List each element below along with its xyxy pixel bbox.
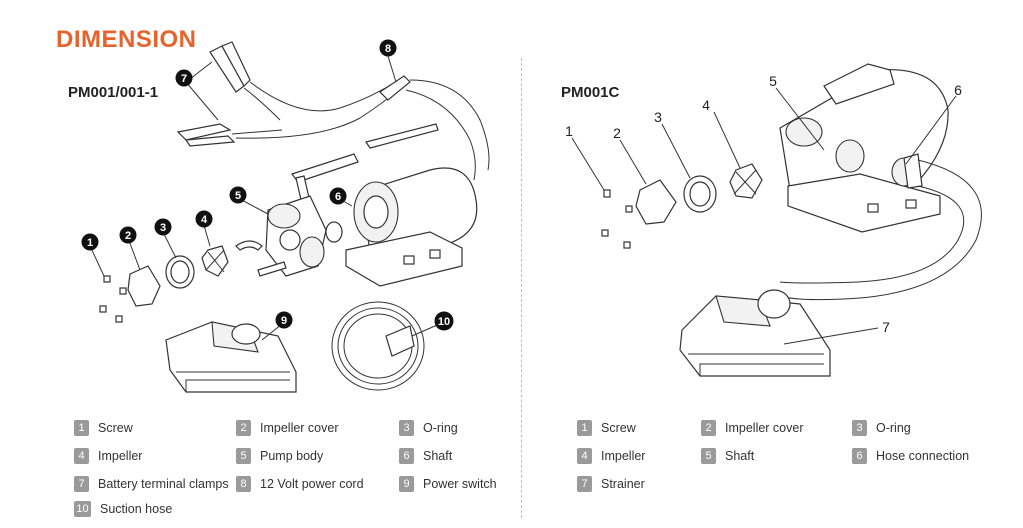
svg-text:6: 6 bbox=[335, 191, 341, 203]
svg-text:4: 4 bbox=[201, 214, 208, 226]
left-callout-3: 3 bbox=[154, 218, 172, 236]
left-callout-6: 6 bbox=[329, 187, 347, 205]
left-callout-7: 7 bbox=[175, 69, 193, 87]
impeller-cover bbox=[127, 265, 161, 307]
left-callout-8: 8 bbox=[379, 39, 397, 57]
motor bbox=[345, 167, 478, 287]
right-callout-7: 7 bbox=[882, 319, 890, 335]
screws bbox=[99, 275, 127, 323]
right-callout-2: 2 bbox=[613, 125, 621, 141]
battery-clamp-upper bbox=[209, 41, 281, 121]
right-callout-4: 4 bbox=[702, 97, 710, 113]
right-pump-motor bbox=[779, 63, 949, 233]
svg-text:10: 10 bbox=[438, 316, 450, 328]
right-callout-5: 5 bbox=[769, 73, 777, 89]
right-callout-3: 3 bbox=[654, 109, 662, 125]
left-callout-1: 1 bbox=[81, 233, 99, 251]
svg-text:8: 8 bbox=[385, 43, 391, 55]
o-ring bbox=[165, 255, 195, 289]
gasket-piece bbox=[235, 240, 263, 251]
right-strainer bbox=[679, 289, 831, 377]
svg-text:7: 7 bbox=[181, 73, 187, 85]
power-cord-wire-a bbox=[249, 81, 393, 112]
right-hose-connection bbox=[891, 153, 923, 189]
svg-text:3: 3 bbox=[160, 222, 166, 234]
right-impeller-cover bbox=[635, 179, 677, 225]
right-callout-6: 6 bbox=[954, 82, 962, 98]
right-impeller bbox=[729, 163, 763, 199]
left-callout-5: 5 bbox=[229, 186, 247, 204]
power-cord-wire-c bbox=[409, 79, 490, 171]
right-model-name: PM001C bbox=[561, 84, 620, 101]
left-model-name: PM001/001-1 bbox=[68, 84, 159, 101]
left-callout-10: 10 bbox=[434, 311, 454, 331]
left-exploded-diagram bbox=[89, 41, 490, 393]
right-hose-outer bbox=[779, 159, 982, 301]
right-o-ring bbox=[683, 175, 717, 213]
battery-clamp-lower bbox=[176, 123, 283, 147]
pump-body bbox=[265, 195, 327, 277]
strap-bar bbox=[365, 123, 439, 149]
power-cord-wire-b bbox=[235, 91, 397, 139]
svg-text:9: 9 bbox=[281, 315, 287, 327]
suction-hose bbox=[331, 301, 425, 391]
left-callout-2: 2 bbox=[119, 226, 137, 244]
left-callout-4: 4 bbox=[195, 210, 213, 228]
right-screws bbox=[601, 189, 633, 249]
power-cord-wire-d bbox=[405, 89, 476, 181]
screw-long bbox=[257, 261, 287, 277]
right-callout-1: 1 bbox=[565, 123, 573, 139]
page-title: DIMENSION bbox=[56, 26, 197, 53]
svg-text:5: 5 bbox=[235, 190, 241, 202]
strainer bbox=[165, 321, 297, 393]
shaft-seal bbox=[325, 221, 343, 243]
right-exploded-diagram bbox=[571, 63, 982, 377]
svg-text:2: 2 bbox=[125, 230, 131, 242]
right-hose-inner bbox=[779, 185, 965, 284]
left-callout-9: 9 bbox=[275, 311, 293, 329]
svg-text:1: 1 bbox=[87, 237, 93, 249]
section-divider bbox=[521, 58, 522, 518]
impeller bbox=[201, 245, 229, 277]
